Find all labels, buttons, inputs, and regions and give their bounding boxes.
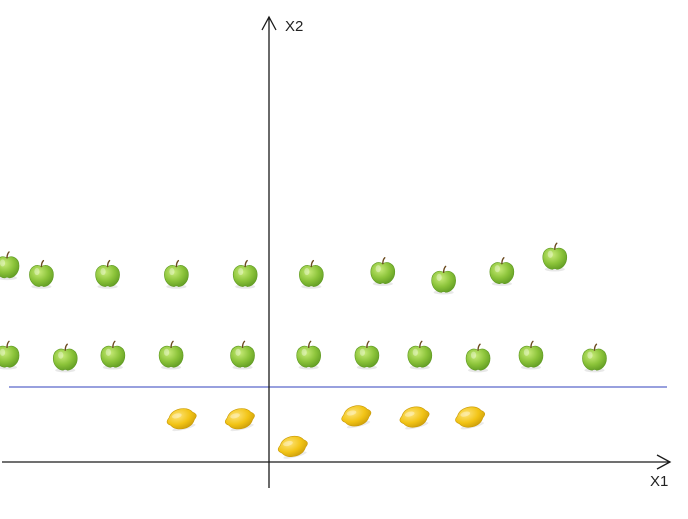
lemon-icon-4 <box>341 405 372 429</box>
green-apple-icon-18 <box>407 340 433 370</box>
green-apple-icon-7 <box>370 257 396 286</box>
green-apple-icon-4 <box>164 259 189 289</box>
y-axis: X2 <box>261 15 303 488</box>
green-apple-icon-15 <box>230 340 255 370</box>
green-apple-icon-3 <box>95 259 120 289</box>
data-marks <box>0 242 607 459</box>
green-apple-icon-6 <box>299 259 324 289</box>
lemon-icon-3 <box>277 435 308 459</box>
y-axis-label: X2 <box>285 18 303 35</box>
x-axis: X1 <box>2 454 672 490</box>
x-axis-arrowhead <box>656 454 672 470</box>
green-apple-icon-19 <box>465 343 491 373</box>
green-apple-icon-14 <box>158 340 184 370</box>
green-apple-icon-10 <box>542 242 568 272</box>
green-apple-icon-11 <box>0 340 20 370</box>
green-apple-icon-1 <box>0 251 20 281</box>
green-apple-icon-5 <box>232 259 258 289</box>
lemon-icon-6 <box>455 406 486 430</box>
green-apple-icon-16 <box>296 340 321 370</box>
green-apple-icon-13 <box>100 340 126 370</box>
green-apple-icon-2 <box>29 259 54 289</box>
green-apple-icon-20 <box>518 340 544 370</box>
green-apple-icon-8 <box>431 265 456 295</box>
x-axis-label: X1 <box>650 473 668 490</box>
green-apple-icon-17 <box>354 340 380 370</box>
green-apple-icon-12 <box>52 343 78 373</box>
y-axis-arrowhead <box>261 15 277 31</box>
green-apple-icon-21 <box>582 343 607 373</box>
lemon-icon-5 <box>399 406 430 430</box>
lemon-icon-2 <box>224 408 255 432</box>
lemon-icon-1 <box>166 408 197 432</box>
green-apple-icon-9 <box>489 257 515 286</box>
